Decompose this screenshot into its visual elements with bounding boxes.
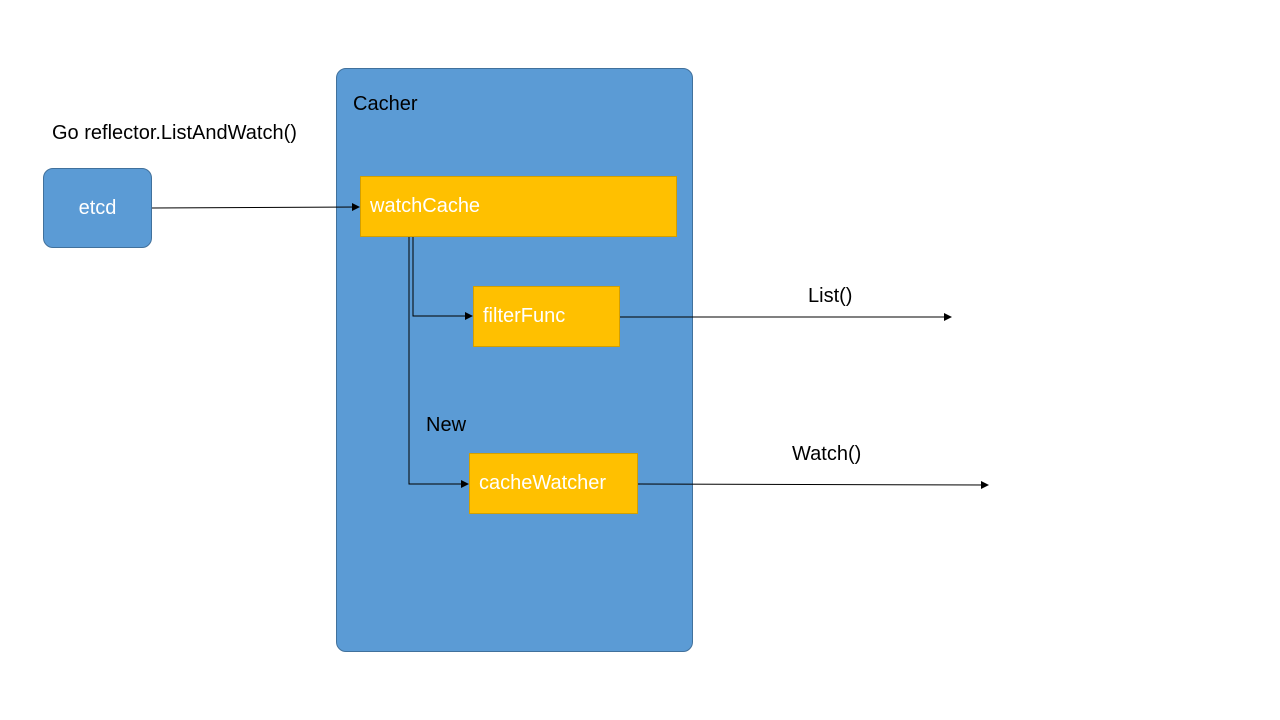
watch-label: Watch() [792,443,862,465]
edge-etcd-to-watchcache [151,203,360,212]
cacher-container [336,68,693,652]
list-label: List() [808,285,853,307]
etcd-label: etcd [78,196,117,219]
edge-cachewatcher-watch-out [637,480,989,489]
watch-cache-label: watchCache [370,195,481,217]
reflector-label: Go reflector.ListAndWatch() [52,122,297,144]
filter-func-label: filterFunc [483,305,566,327]
cacher-label: Cacher [353,93,418,115]
edge-watchcache-to-filterfunc [412,237,473,320]
filter-func-node: filterFunc [473,286,620,347]
watch-cache-node: watchCache [360,176,677,237]
cache-watcher-label: cacheWatcher [479,472,607,494]
edge-watchcache-to-cachewatcher [408,237,469,488]
etcd-node: etcd [43,168,152,248]
cache-watcher-node: cacheWatcher [469,453,638,514]
new-label: New [426,414,467,436]
